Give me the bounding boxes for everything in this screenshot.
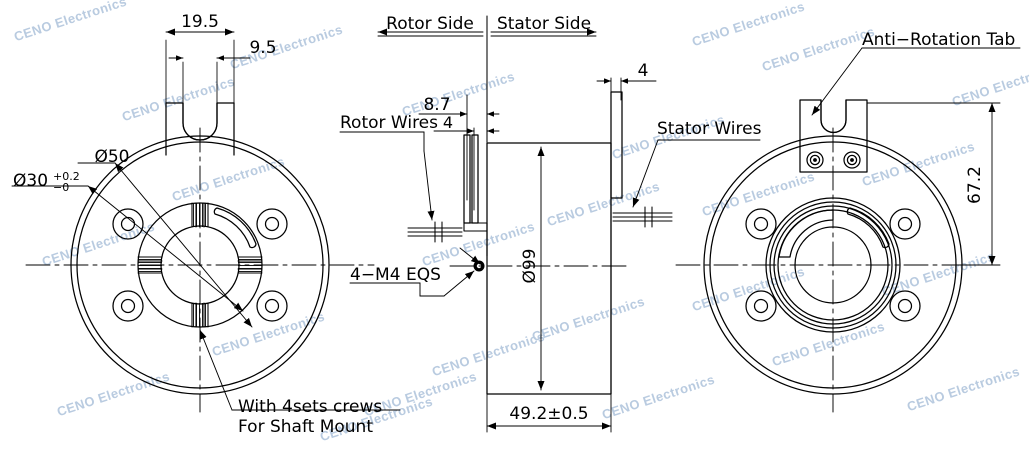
stator-arc-slot (846, 207, 890, 249)
bore-dia-value: Ø30 (13, 171, 48, 191)
shaft-note-line-2: For Shaft Mount (238, 417, 373, 437)
dim-label-body-diameter: Ø99 (520, 248, 540, 283)
dim-label-stator-plate-thickness: 4 (638, 61, 649, 81)
label-stator-side: Stator Side (497, 14, 591, 34)
dim-label-tab-height: 67.2 (965, 166, 985, 204)
label-rotor-side: Rotor Side (386, 14, 474, 34)
stator-mount-plate (610, 91, 623, 199)
slip-ring-body (486, 142, 612, 395)
stator-bolt-holes (745, 208, 921, 322)
dim-tab-slot-width (168, 55, 251, 104)
dim-tab-width (165, 28, 235, 104)
leader-rotor-wires (339, 131, 435, 221)
bore-tol-upper: +0.2 (53, 170, 80, 183)
middle-view-group (339, 15, 761, 433)
leader-d30 (11, 185, 244, 312)
stator-wires-group (612, 206, 673, 228)
dim-label-flange-step: 4 (443, 113, 453, 132)
leader-anti-rotation-tab (811, 47, 1021, 116)
leader-m4 (349, 247, 481, 297)
hub-notch (778, 209, 834, 258)
label-mount-holes: 4−M4 EQS (350, 265, 441, 285)
dim-label-hub-diameter: Ø50 (94, 147, 129, 167)
dim-label-tab-width: 19.5 (181, 12, 219, 32)
label-stator-wires: Stator Wires (657, 119, 762, 139)
shaft-note-line-1: With 4sets crews (238, 397, 382, 417)
rotor-plate-2 (471, 134, 479, 224)
right-centerlines (675, 127, 971, 413)
label-anti-rotation-tab: Anti−Rotation Tab (862, 30, 1015, 50)
anti-rotation-tab-outline (799, 99, 868, 173)
dim-label-body-length: 49.2±0.5 (509, 404, 588, 424)
dim-label-bore-diameter: Ø30 +0.2 −0 (13, 170, 80, 194)
dim-4-stator (596, 77, 657, 101)
dim-label-tab-slot-width: 9.5 (249, 38, 276, 58)
right-view-group (675, 47, 1021, 413)
rotor-wires-group (407, 221, 463, 243)
label-rotor-wires: Rotor Wires (340, 113, 438, 133)
left-view-group (11, 28, 401, 413)
dim-4-flange (433, 127, 500, 211)
dim-rotor-side (377, 28, 484, 37)
rotor-plate-1 (463, 134, 471, 224)
leader-shaft-mount (199, 329, 401, 411)
leader-stator-wires (632, 139, 761, 208)
dim-stator-side (490, 28, 597, 37)
dim-label-flange-thickness: 8.7 (423, 95, 450, 115)
bore-tol-lower: −0 (53, 181, 69, 194)
dim-length (486, 393, 612, 433)
